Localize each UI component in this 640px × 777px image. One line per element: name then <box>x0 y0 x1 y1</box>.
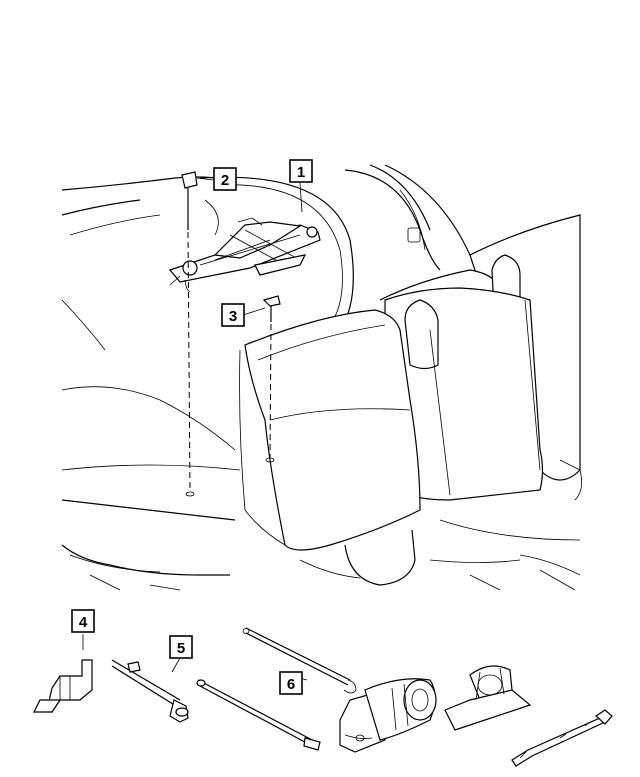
jack-handle-part <box>242 627 357 694</box>
callout-4: 4 <box>71 609 95 633</box>
clamp-bracket-part <box>444 665 532 731</box>
callout-6-label: 6 <box>287 676 295 693</box>
callout-1: 1 <box>289 159 313 183</box>
jack-wing-bolt <box>262 295 281 463</box>
callout-5: 5 <box>169 635 193 659</box>
jack-mounting-bolt <box>181 171 198 497</box>
jack-bracket-part <box>33 659 93 714</box>
leader-lines <box>82 177 308 681</box>
callout-4-label: 4 <box>79 614 88 631</box>
callout-2-label: 2 <box>221 172 229 189</box>
scissor-jack <box>168 217 321 293</box>
extension-rod-part <box>196 679 321 751</box>
strap-bracket-part <box>511 709 613 767</box>
vehicle-interior-illustration <box>61 164 583 591</box>
callout-5-label: 5 <box>177 640 185 657</box>
callout-3: 3 <box>221 303 245 327</box>
callout-2: 2 <box>213 167 237 191</box>
lug-wrench-part <box>111 659 189 723</box>
callout-1-label: 1 <box>297 164 305 181</box>
callout-6: 6 <box>279 671 303 695</box>
callout-3-label: 3 <box>229 308 237 325</box>
tool-holder-assembly <box>339 678 437 753</box>
